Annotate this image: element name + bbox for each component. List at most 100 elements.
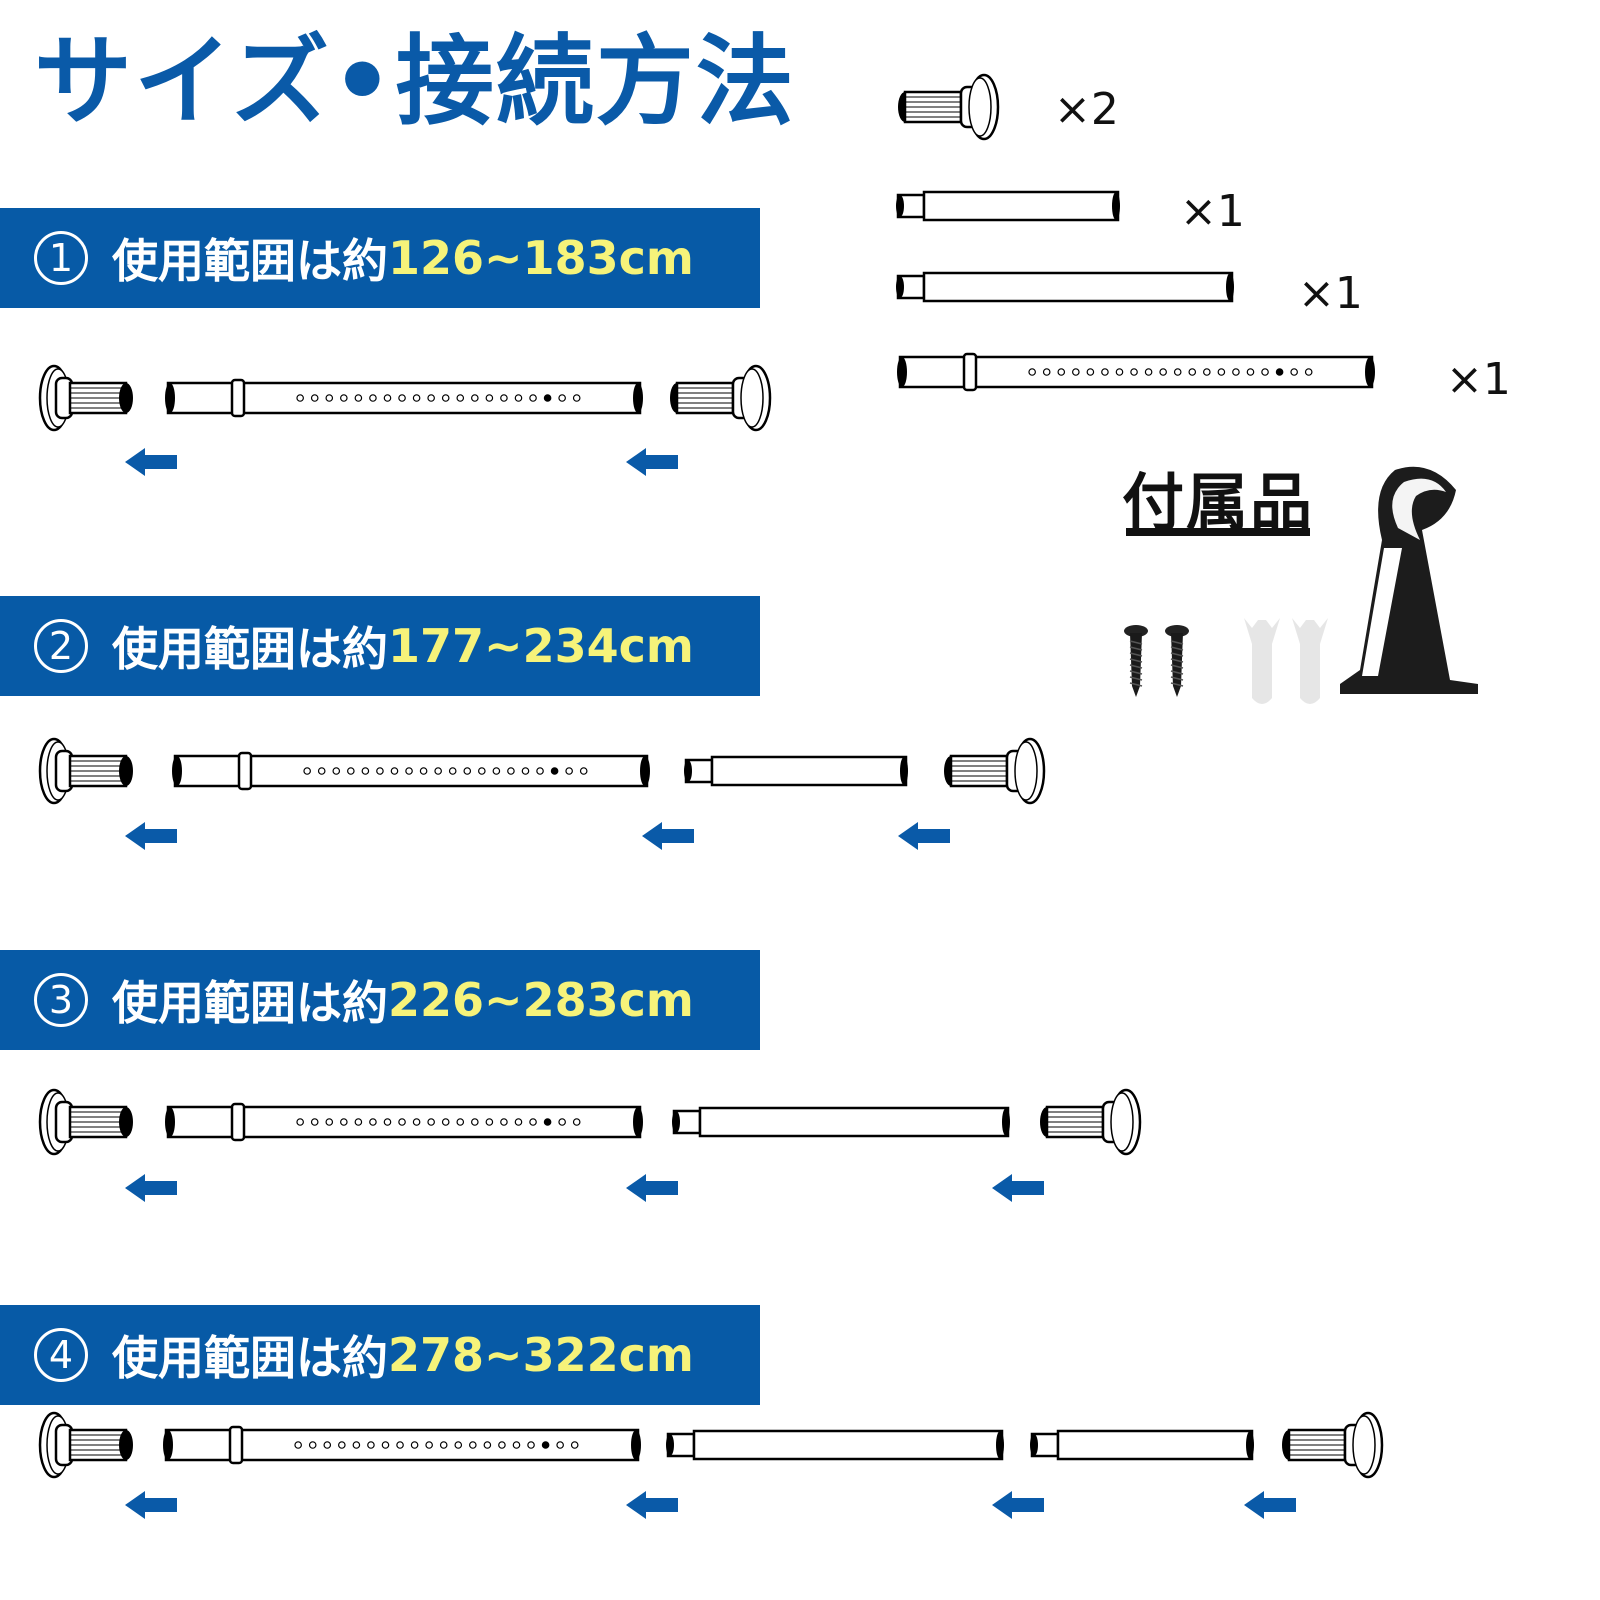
end-cap-icon [1040,1088,1142,1156]
accessories-title: 付属品 [1122,466,1315,539]
hole [471,1118,479,1126]
hole [332,767,341,775]
main-pipe-icon [172,751,650,791]
short-extension-icon [1030,1429,1254,1461]
hole [1072,368,1080,376]
range-label: 使用範囲は約 [112,1331,388,1385]
section-2-banner: 2 使用範囲は約 177~234cm [0,596,760,696]
range-value: 278~322cm [388,1328,694,1382]
hole [296,1118,304,1126]
end-cap-icon [898,73,1000,141]
hole [383,394,392,402]
hole [294,1441,302,1449]
hole [565,767,573,775]
hole [310,394,319,402]
hole [527,1441,535,1449]
hole [498,1441,506,1449]
hole [383,1118,392,1126]
hole [441,394,450,402]
hole [1115,368,1124,376]
arrow-left-icon [125,1174,177,1202]
screw-icon [1124,625,1148,697]
hole [412,1118,421,1126]
hole [361,767,370,775]
hole [398,394,406,402]
hole [1173,368,1182,376]
hole [310,1118,319,1126]
long-extension-icon [672,1106,1010,1138]
short-extension-icon [896,190,1120,222]
hole [405,767,413,775]
section-number: 1 [34,231,88,285]
hole [317,767,326,775]
arrow-left-icon [898,822,950,850]
arrow-left-icon [626,1491,678,1519]
hole [572,394,581,402]
hole [1130,368,1138,376]
hole [463,767,472,775]
hole [478,767,486,775]
hole [500,1118,508,1126]
end-cap-icon [38,737,133,805]
page-title: サイズ•接続方法 [34,25,796,139]
hole [340,1118,348,1126]
hole [456,1118,465,1126]
end-cap-icon [38,1411,133,1479]
main-pipe-icon [165,378,643,418]
hole [570,1441,579,1449]
hole [439,1441,448,1449]
hole [492,767,501,775]
arrow-left-icon [125,1491,177,1519]
hole [572,1118,581,1126]
arrow-left-icon [626,448,678,476]
arrow-left-icon [642,822,694,850]
arrow-left-icon [125,822,177,850]
long-extension-icon [896,271,1234,303]
hole [485,1118,494,1126]
hole [1261,368,1269,376]
hole [323,1441,332,1449]
hole [529,394,537,402]
hole [556,1441,564,1449]
wall-anchor-icon [1244,618,1280,704]
hole [1188,368,1197,376]
main-pipe-icon [165,1102,643,1142]
main-pipe-icon [163,1425,641,1465]
hole [456,394,465,402]
hole [340,394,348,402]
hole [558,1118,566,1126]
hole [469,1441,477,1449]
range-label: 使用範囲は約 [112,622,388,676]
hole [507,767,515,775]
end-cap-icon [944,737,1046,805]
hole [1057,368,1066,376]
filled-hole [543,1118,552,1126]
hole [1203,368,1211,376]
hole [1217,368,1226,376]
short-extension-icon [684,755,908,787]
end-cap-icon [1282,1411,1384,1479]
section-1-banner: 1 使用範囲は約 126~183cm [0,208,760,308]
hole [347,767,355,775]
hole [529,1118,537,1126]
hole [325,1118,334,1126]
hole [1290,368,1298,376]
screw-icon [1165,625,1189,697]
end-cap-icon [38,364,133,432]
hole [412,394,421,402]
hole [1042,368,1051,376]
hole [427,394,435,402]
hole [1101,368,1109,376]
hole [419,767,428,775]
hole [425,1441,433,1449]
hole [354,1118,363,1126]
hole [381,1441,390,1449]
hole [1028,368,1036,376]
hole [325,394,334,402]
hole [338,1441,346,1449]
arrow-left-icon [626,1174,678,1202]
hole [398,1118,406,1126]
hole [352,1441,361,1449]
section-4-banner: 4 使用範囲は約 278~322cm [0,1305,760,1405]
hole [434,767,442,775]
